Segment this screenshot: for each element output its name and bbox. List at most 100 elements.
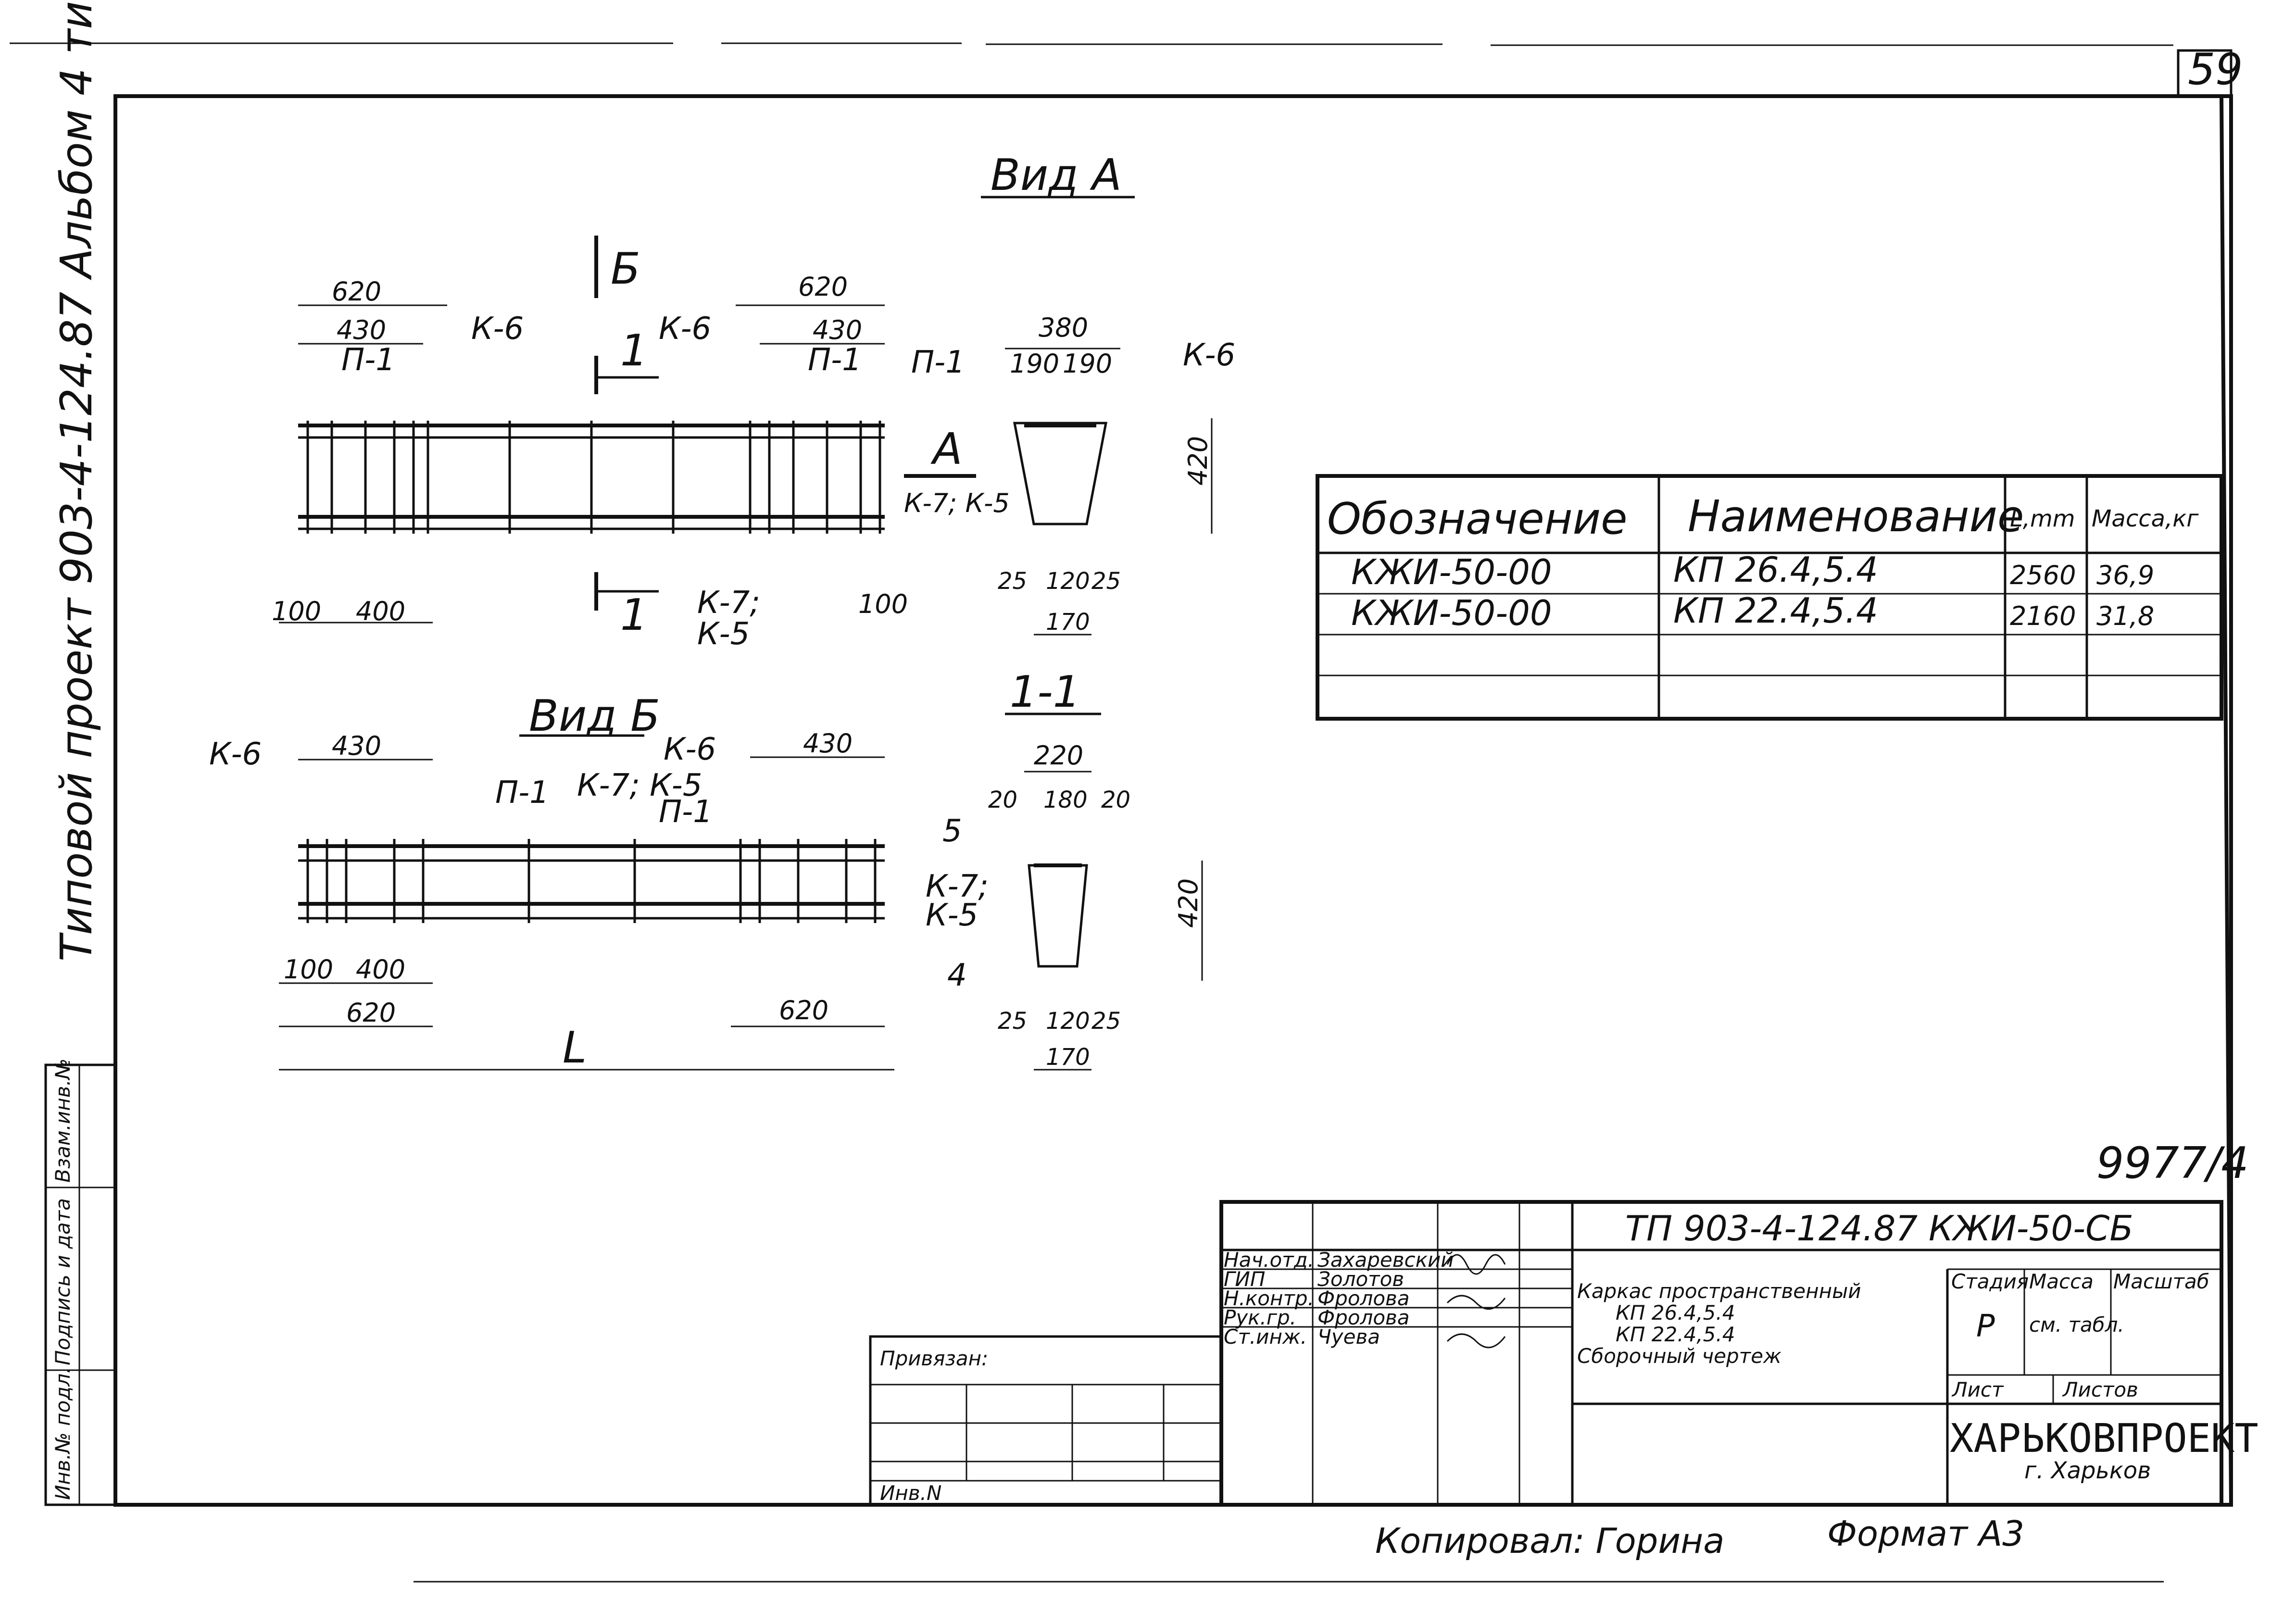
sa-dim-190-right: 190 (1063, 349, 1112, 379)
view-a-section: 380 190 190 П-1 К-6 420 25 120 25 170 (911, 312, 1235, 636)
va-label-k7k5: К-7; К-5 (904, 488, 1010, 518)
s11-bar-5: 5 (942, 813, 962, 849)
s11-dim-220: 220 (1034, 740, 1083, 771)
inv-label: Инв.N (880, 1481, 941, 1505)
vb-dim-620-left: 620 (346, 998, 396, 1028)
s11-dim-25-left: 25 (998, 1008, 1027, 1035)
s11-dim-20-right: 20 (1101, 787, 1130, 813)
arrow-b-label: Б (611, 244, 640, 294)
s11-bar-4: 4 (947, 958, 967, 993)
va-dim-430-left: 430 (337, 315, 386, 345)
strip-inv: Инв.№ подл. (51, 1367, 75, 1500)
view-a-title: Вид А (991, 150, 1122, 200)
signature-2 (1446, 1295, 1506, 1310)
desc-line-4: Сборочный чертеж (1577, 1344, 1781, 1368)
va-dim-400-left: 400 (356, 596, 405, 626)
spec-r2-designation: КЖИ-50-00 (1351, 593, 1552, 633)
spec-r1-length: 2560 (2010, 560, 2076, 590)
vb-dim-400: 400 (356, 954, 405, 985)
spec-header-name: Наименование (1688, 491, 2024, 542)
project-code: ТП 903-4-124.87 КЖИ-50-СБ (1625, 1208, 2133, 1249)
spec-r2-length: 2160 (2010, 601, 2076, 631)
view-a: Вид А 620 430 П-1 К-6 (272, 150, 1135, 652)
va-dim-620-right: 620 (798, 272, 848, 302)
sa-dim-420: 420 (1183, 436, 1213, 486)
vb-length-l: L (563, 1023, 587, 1073)
spec-r2-name: КП 22.4,5.4 (1673, 590, 1878, 631)
page-number: 59 (2188, 44, 2243, 95)
spec-r1-mass: 36,9 (2096, 560, 2154, 590)
spec-header-mass: Масса,кг (2092, 505, 2199, 532)
va-label-k7: К-7; (697, 585, 760, 621)
sheet-label: Лист (1951, 1378, 2004, 1401)
vb-dim-430-left: 430 (332, 731, 381, 761)
role-4: Рук.гр. (1224, 1306, 1296, 1329)
title-block: Привязан: Инв.N ТП 903-4-124.87 КЖИ-50-С… (869, 1200, 2258, 1507)
desc-line-2: КП 26.4,5.4 (1616, 1301, 1735, 1324)
vb-dim-620-right: 620 (779, 995, 828, 1025)
sa-label-k6: К-6 (1183, 337, 1235, 373)
va-label-k6-left: К-6 (471, 311, 524, 347)
mass-value: см. табл. (2029, 1313, 2124, 1337)
signature-3 (1446, 1333, 1506, 1349)
name-2: Золотов (1317, 1267, 1404, 1291)
strip-signature: Подпись и дата (51, 1198, 75, 1365)
va-dim-100-left: 100 (272, 596, 321, 626)
sa-dim-170: 170 (1046, 609, 1090, 636)
spec-r1-name: КП 26.4,5.4 (1673, 550, 1878, 590)
view-b-title: Вид Б (529, 691, 660, 741)
name-3: Фролова (1317, 1287, 1410, 1310)
s11-dim-420: 420 (1173, 878, 1204, 928)
s11-label-k5: К-5 (926, 898, 978, 933)
sa-label-p1: П-1 (911, 345, 965, 380)
section-1-1: 1-1 220 20 180 20 5 К-7; К-5 4 420 25 12… (926, 667, 1204, 1071)
vb-label-k6-left: К-6 (209, 737, 262, 772)
desc-line-1: Каркас пространственный (1577, 1279, 1861, 1303)
spec-header-length: L,mm (2010, 505, 2075, 532)
sheet-format: Формат А3 (1827, 1513, 2024, 1554)
s11-dim-180: 180 (1043, 787, 1088, 813)
role-5: Ст.инж. (1224, 1325, 1307, 1349)
s11-dim-25-right: 25 (1091, 1008, 1121, 1035)
vb-label-p1-left: П-1 (495, 775, 549, 811)
arrow-a-label: А (930, 424, 963, 475)
stage-header: Стадия (1951, 1270, 2029, 1293)
role-1: Нач.отд. (1224, 1248, 1314, 1272)
strip-replace: Взам.инв.№ (51, 1059, 75, 1183)
page-number-box (2177, 49, 2233, 98)
s11-dim-120: 120 (1046, 1008, 1090, 1035)
project-side-text: Типовой проект 903-4-124.87 Альбом 4 тип… (51, 0, 102, 962)
va-label-k5: К-5 (697, 616, 750, 652)
sa-dim-380: 380 (1039, 312, 1088, 343)
va-label-p1-left: П-1 (341, 342, 395, 378)
name-4: Фролова (1317, 1306, 1410, 1329)
signature-1 (1446, 1254, 1506, 1275)
city: г. Харьков (2024, 1457, 2151, 1484)
va-dim-430-right: 430 (813, 315, 862, 345)
name-1: Захаревский (1317, 1248, 1454, 1272)
sa-dim-190-left: 190 (1010, 349, 1059, 379)
organization: ХАРЬКОВПРОЕКТ (1950, 1416, 2258, 1462)
view-b: Вид Б К-6 430 П-1 К-7; К-5 П-1 К-6 430 (209, 691, 894, 1073)
vb-dim-430-right: 430 (803, 728, 853, 759)
mass-header: Масса (2029, 1270, 2094, 1293)
s11-label-k7: К-7; (926, 869, 989, 904)
sheet-frame (113, 94, 2233, 1507)
stage-value: Р (1976, 1309, 1995, 1344)
spec-r1-designation: КЖИ-50-00 (1351, 552, 1552, 592)
sa-dim-25-right: 25 (1091, 568, 1121, 595)
copied-by: Копировал: Горина (1375, 1521, 1724, 1561)
s11-dim-170: 170 (1046, 1044, 1090, 1071)
scale-header: Масштаб (2113, 1270, 2209, 1293)
s11-dim-20-left: 20 (988, 787, 1017, 813)
sa-dim-25-left: 25 (998, 568, 1027, 595)
binding-label: Привязан: (880, 1347, 988, 1370)
vb-label-p1-right: П-1 (659, 794, 713, 830)
va-dim-100-right: 100 (858, 589, 908, 619)
spec-table: Обозначение Наименование L,mm Масса,кг К… (1316, 474, 2223, 721)
sheets-label: Листов (2062, 1378, 2138, 1401)
vb-label-k6-right: К-6 (664, 732, 716, 767)
spec-header-designation: Обозначение (1327, 494, 1628, 544)
va-label-k6-right: К-6 (659, 311, 711, 347)
